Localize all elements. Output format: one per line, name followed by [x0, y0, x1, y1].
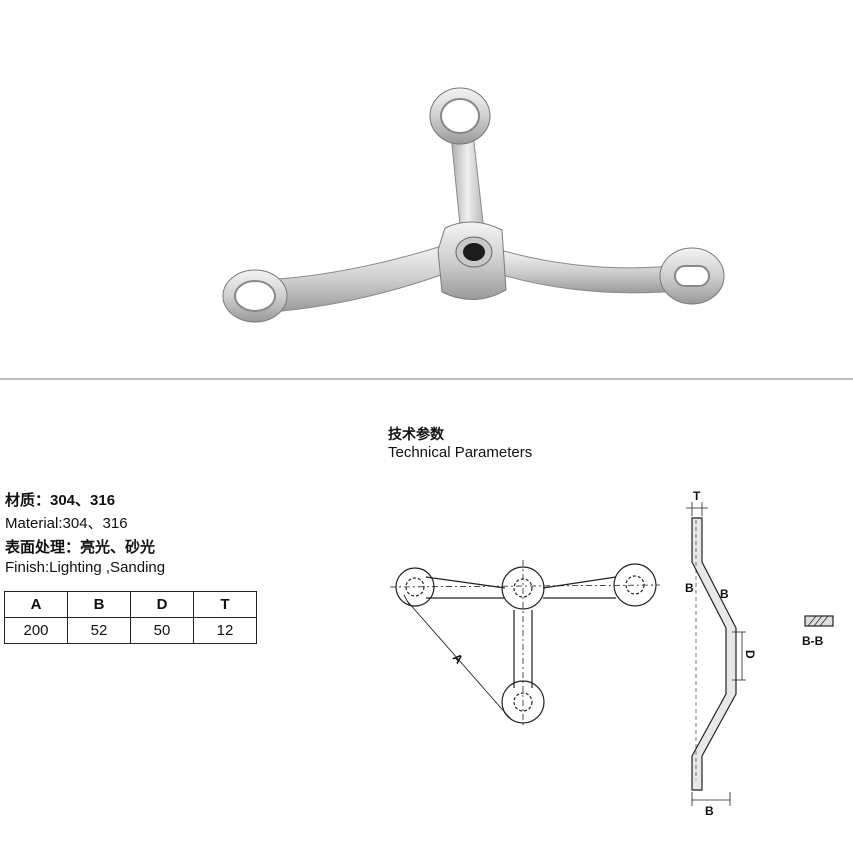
dimension-table: A B D T 200 52 50 12 [4, 591, 257, 644]
material-en: Material:304、316 [5, 515, 128, 532]
header-a: A [4, 591, 68, 618]
label-t: T [693, 489, 701, 503]
header-t: T [193, 591, 257, 618]
section-divider [0, 378, 853, 380]
value-a: 200 [4, 617, 68, 644]
table-header-row: A B D T [4, 591, 257, 618]
section-title-cn: 技术参数 [388, 426, 444, 442]
value-t: 12 [193, 617, 257, 644]
finish-en: Finish:Lighting ,Sanding [5, 559, 166, 576]
value-d: 50 [130, 617, 194, 644]
label-d: D [743, 650, 757, 659]
product-photo [222, 87, 725, 323]
section-title-en: Technical Parameters [388, 444, 533, 461]
label-b-left: B [685, 581, 694, 595]
finish-cn: 表面处理：亮光、砂光 [5, 539, 156, 556]
table-row: 200 52 50 12 [4, 617, 257, 644]
header-b: B [67, 591, 131, 618]
label-section-bb: B-B [802, 634, 824, 648]
label-b-bottom: B [705, 804, 714, 818]
material-cn: 材质：304、316 [5, 492, 116, 509]
header-d: D [130, 591, 194, 618]
value-b: 52 [67, 617, 131, 644]
technical-drawing: A T B B D B B-B [389, 489, 834, 818]
label-b-right: B [720, 587, 729, 601]
